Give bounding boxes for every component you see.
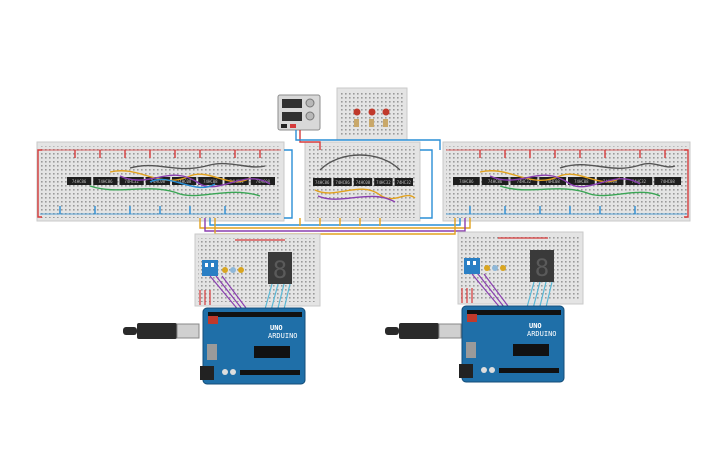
ic-chip[interactable]: 74HC86 — [453, 177, 480, 185]
ic-chip-label: 74HC86 — [72, 179, 87, 184]
ic-chip-label: 74HC86 — [488, 179, 503, 184]
ic-chip[interactable]: 74HC08 — [539, 177, 566, 185]
ic-chip-label: 74HC08 — [151, 179, 166, 184]
ic-chip[interactable]: 74HC86 — [481, 177, 509, 185]
ic-chip[interactable]: 74HC08 — [654, 177, 681, 185]
ic-chip-label: 74HC32 — [397, 180, 412, 185]
ic-chip-label: 74HC32 — [632, 179, 647, 184]
arduino-logo-left: UNO — [270, 324, 283, 332]
ic-chip[interactable]: 74HC86 — [67, 177, 92, 185]
seven-segment-display-right: 8 — [530, 250, 554, 282]
ic-chip[interactable]: 74HC08 — [353, 178, 373, 186]
ic-chip-label: 74HC08 — [574, 179, 589, 184]
arduino-left[interactable]: ARDUINO UNO — [200, 307, 306, 385]
ic-chip[interactable]: 74HC86 — [333, 178, 352, 186]
led-icon[interactable] — [353, 108, 390, 128]
ic-chip-label: 74HC86 — [98, 179, 113, 184]
ic-chip[interactable]: 74HC32 — [625, 177, 653, 185]
ic-chip[interactable]: 74HC86 — [93, 177, 118, 185]
usb-cable-icon[interactable] — [123, 323, 200, 339]
power-supply-icon[interactable] — [277, 94, 321, 131]
ic-chip[interactable]: 74HC32 — [374, 178, 393, 186]
chip-row-middle: 74HC86 74HC86 74HC08 74HC32 74HC32 — [313, 178, 413, 186]
ic-chip[interactable]: 74HC32 — [394, 178, 413, 186]
ic-chip-label: 74HC08 — [203, 179, 218, 184]
ic-chip-label: 74HC08 — [660, 179, 675, 184]
ic-chip-label: 74HC86 — [335, 180, 350, 185]
ic-chip-label: 74HC08 — [545, 179, 560, 184]
usb-cable-icon[interactable] — [385, 323, 462, 339]
ic-chip[interactable]: 74HC32 — [119, 177, 144, 185]
ic-chip-label: 74HC86 — [459, 179, 474, 184]
ic-chip[interactable]: 74HC08 — [145, 177, 170, 185]
ic-chip-label: 74HC08 — [356, 180, 371, 185]
arduino-brand-right: ARDUINO — [527, 330, 557, 338]
ic-chip[interactable]: 74HC08 — [172, 177, 197, 185]
led-icon[interactable] — [222, 267, 244, 273]
ic-chip-label: 74HC32 — [517, 179, 532, 184]
ic-chip[interactable]: 74HC32 — [510, 177, 538, 185]
dip-switch-icon[interactable] — [464, 258, 480, 274]
ic-chip[interactable]: 74HC86 — [313, 178, 332, 186]
ic-chip[interactable]: 74HC08 — [198, 177, 223, 185]
ic-chip[interactable]: 74HC08 — [568, 177, 595, 185]
arduino-logo-right: UNO — [529, 322, 542, 330]
seven-segment-display-left: 8 — [268, 252, 292, 284]
arduino-brand-left: ARDUINO — [268, 332, 298, 340]
dip-switch-icon[interactable] — [202, 260, 218, 276]
digit-text-left: 8 — [273, 256, 287, 284]
ic-chip-label: 74HC08 — [256, 179, 271, 184]
digit-text-right: 8 — [535, 254, 549, 282]
ic-chip-label: 74HC32 — [376, 180, 391, 185]
arduino-right[interactable]: ARDUINO UNO — [459, 305, 565, 383]
led-icon[interactable] — [484, 265, 506, 271]
ic-chip-label: 74HC86 — [315, 180, 330, 185]
wires[interactable] — [37, 130, 689, 235]
ic-chip-label: 74HC08 — [177, 179, 192, 184]
ic-chip-label: 74HC32 — [124, 179, 139, 184]
